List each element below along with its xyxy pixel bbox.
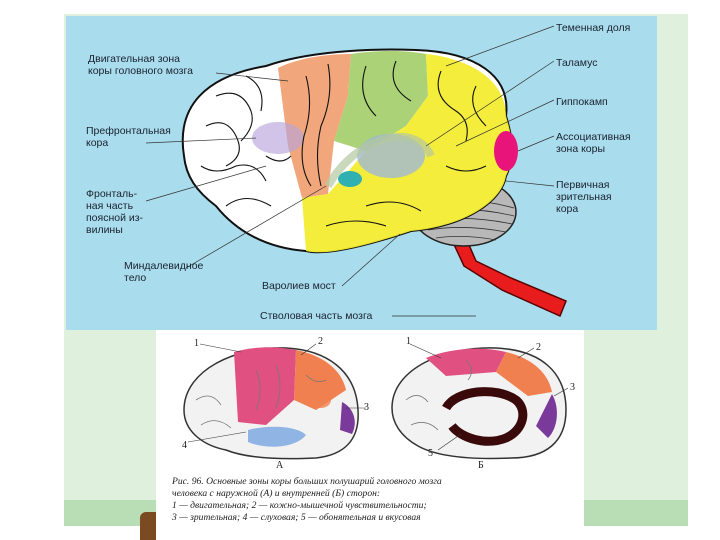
label-prefrontal: Префронтальная кора xyxy=(86,125,171,149)
caption-line: человека с наружной (А) и внутренней (Б)… xyxy=(172,488,381,499)
label-assoc: Ассоциативная зона коры xyxy=(556,131,631,155)
label-thalamus: Таламус xyxy=(556,57,598,69)
view-b-label: Б xyxy=(478,460,484,471)
brain-view-b xyxy=(391,343,569,460)
label-cingulate: Фронталь- ная часть поясной из- вилины xyxy=(86,188,144,236)
number-label: 5 xyxy=(428,448,433,459)
motor-zone xyxy=(278,54,351,198)
label-visual: Первичная зрительная кора xyxy=(556,179,612,215)
label-parietal: Теменная доля xyxy=(556,22,631,34)
brain-diagram-top: Двигательная зона коры головного мозга П… xyxy=(66,16,657,330)
number-label: 1 xyxy=(194,338,199,349)
hippocampus-zone xyxy=(324,132,435,189)
view-a-label: А xyxy=(276,460,284,471)
brain-view-a xyxy=(183,343,366,460)
assoc-zone xyxy=(494,131,518,171)
label-amygdala: Миндалевидное тело xyxy=(124,260,204,284)
label-pons: Варолиев мост xyxy=(262,280,336,292)
label-motor-zone: Двигательная зона коры головного мозга xyxy=(88,53,193,77)
caption-line: 3 — зрительная; 4 — слуховая; 5 — обонят… xyxy=(172,512,421,523)
brain-illustration xyxy=(145,25,567,318)
prefrontal-zone xyxy=(252,122,304,154)
figure-caption: Рис. 96. Основные зоны коры больших полу… xyxy=(172,476,572,524)
number-label: 4 xyxy=(182,440,187,451)
brainstem xyxy=(449,237,567,318)
number-label: 3 xyxy=(570,382,575,393)
caption-line: Рис. 96. Основные зоны коры больших полу… xyxy=(172,476,442,487)
number-label: 1 xyxy=(406,336,411,347)
label-hippocampus: Гиппокамп xyxy=(556,96,608,108)
label-brainstem: Стволовая часть мозга xyxy=(260,310,373,322)
number-label: 2 xyxy=(318,336,323,347)
number-label: 3 xyxy=(364,402,369,413)
parietal-zone xyxy=(334,51,428,151)
brain-figure-bottom: 1 2 3 4 1 2 3 5 А Б Рис. 96. Основные зо… xyxy=(156,330,584,526)
caption-line: 1 — двигательная; 2 — кожно-мышечной чув… xyxy=(172,500,427,511)
corner-decoration xyxy=(140,512,156,540)
amygdala-zone xyxy=(338,171,362,187)
number-label: 2 xyxy=(536,342,541,353)
brain-views xyxy=(183,343,569,460)
